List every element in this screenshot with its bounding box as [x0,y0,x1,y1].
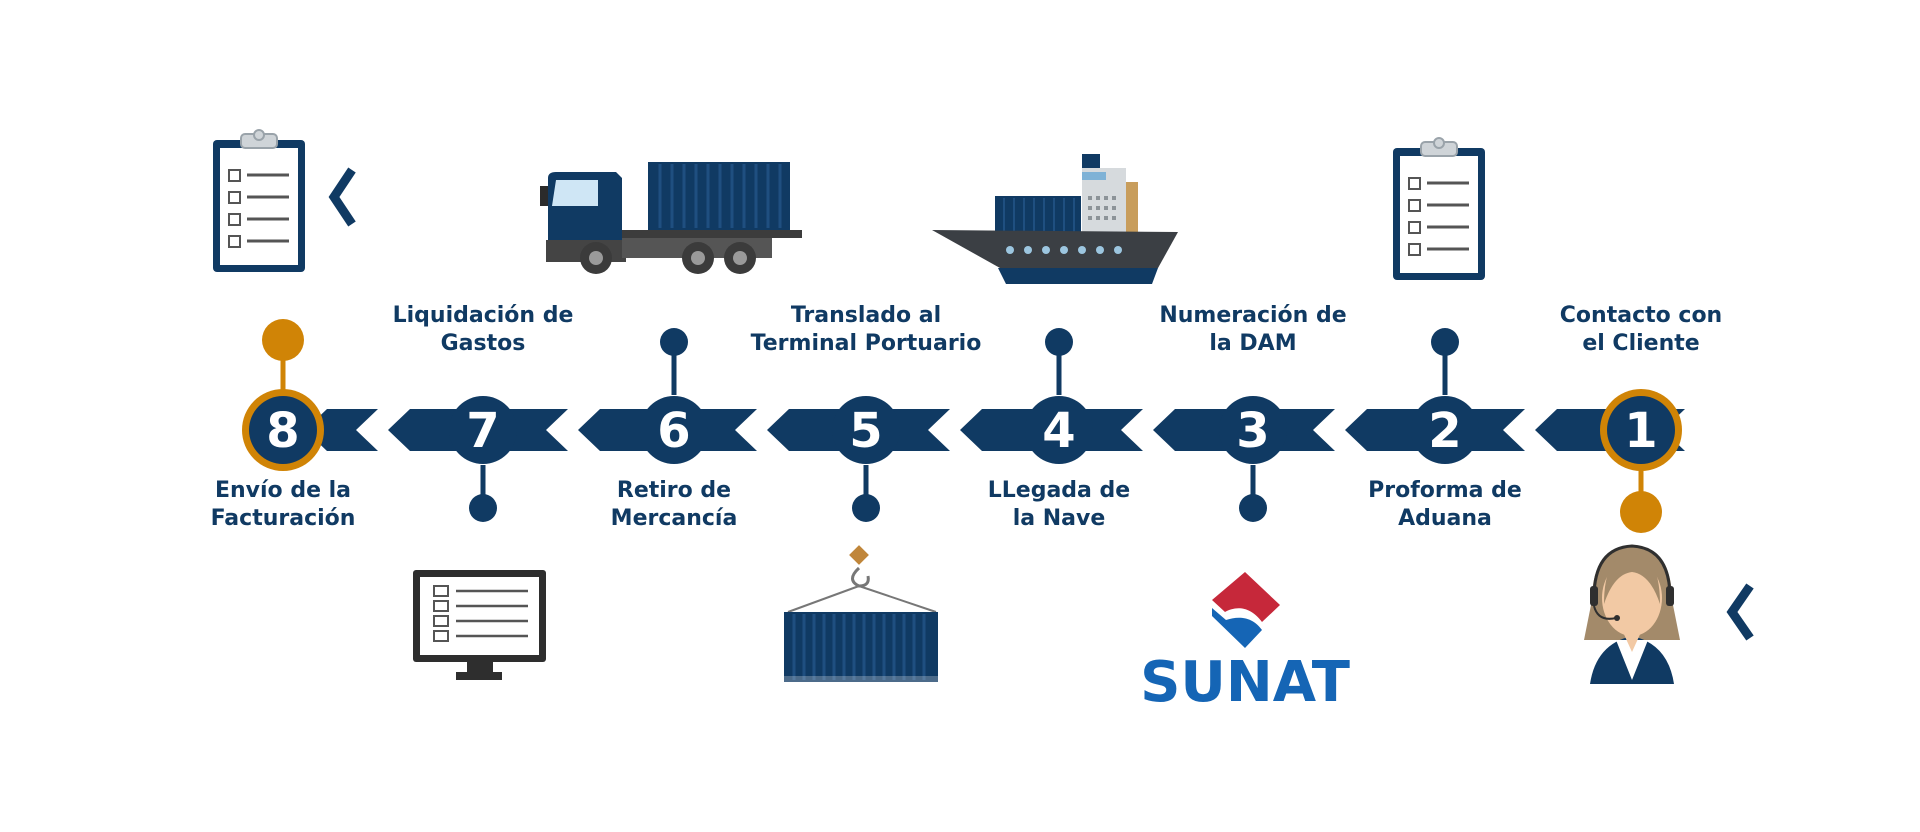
connector-dot [660,328,688,356]
clipboard-checklist-icon [213,129,305,272]
step-circle [832,396,900,464]
step-number: 7 [466,403,499,459]
connector-dot [1431,328,1459,356]
step-circle [449,396,517,464]
crane-container-icon [784,545,938,682]
step-circle [1025,396,1093,464]
step-number: 3 [1236,403,1269,459]
connector-dot [262,319,304,361]
cargo-ship-icon [932,154,1178,284]
sunat-logo: SUNAT [1140,572,1350,715]
sunat-logo-text: SUNAT [1140,650,1350,715]
step-circle [1411,396,1479,464]
connector-dot [469,494,497,522]
step-number: 2 [1428,403,1461,459]
step-number: 6 [657,403,690,459]
step-number: 1 [1624,403,1657,459]
clipboard-checklist-icon [1393,137,1485,280]
connector-dot [852,494,880,522]
connector-dot [1239,494,1267,522]
step-label: Contacto con el Cliente [1559,303,1723,356]
container-truck-icon [540,162,802,274]
step-label: LLegada de la Nave [987,478,1131,531]
connector-dot [1045,328,1073,356]
step-circle [640,396,708,464]
step-label: Envío de la Facturación [210,478,356,531]
monitor-checklist-icon [413,570,546,680]
chevron-left-icon [1726,583,1754,641]
step-circle [249,396,317,464]
customer-service-agent-icon [1584,544,1680,684]
step-label: Proforma de Aduana [1368,478,1522,531]
step-label: Liquidación de Gastos [392,303,574,356]
step-number: 5 [849,403,882,459]
connector-dot [1620,491,1662,533]
step-label: Numeración de la DAM [1159,303,1347,356]
step-number: 4 [1042,403,1075,459]
step-circle [1607,396,1675,464]
chevron-left-icon [328,167,356,227]
band-segment [305,409,378,451]
step-circle [1219,396,1287,464]
step-number: 8 [266,403,299,459]
timeline-connectors [262,319,1662,533]
step-label: Retiro de Mercancía [610,478,738,531]
step-circles: 1 2 3 4 5 6 7 8 [242,389,1682,471]
step-label: Translado al Terminal Portuario [750,303,982,356]
